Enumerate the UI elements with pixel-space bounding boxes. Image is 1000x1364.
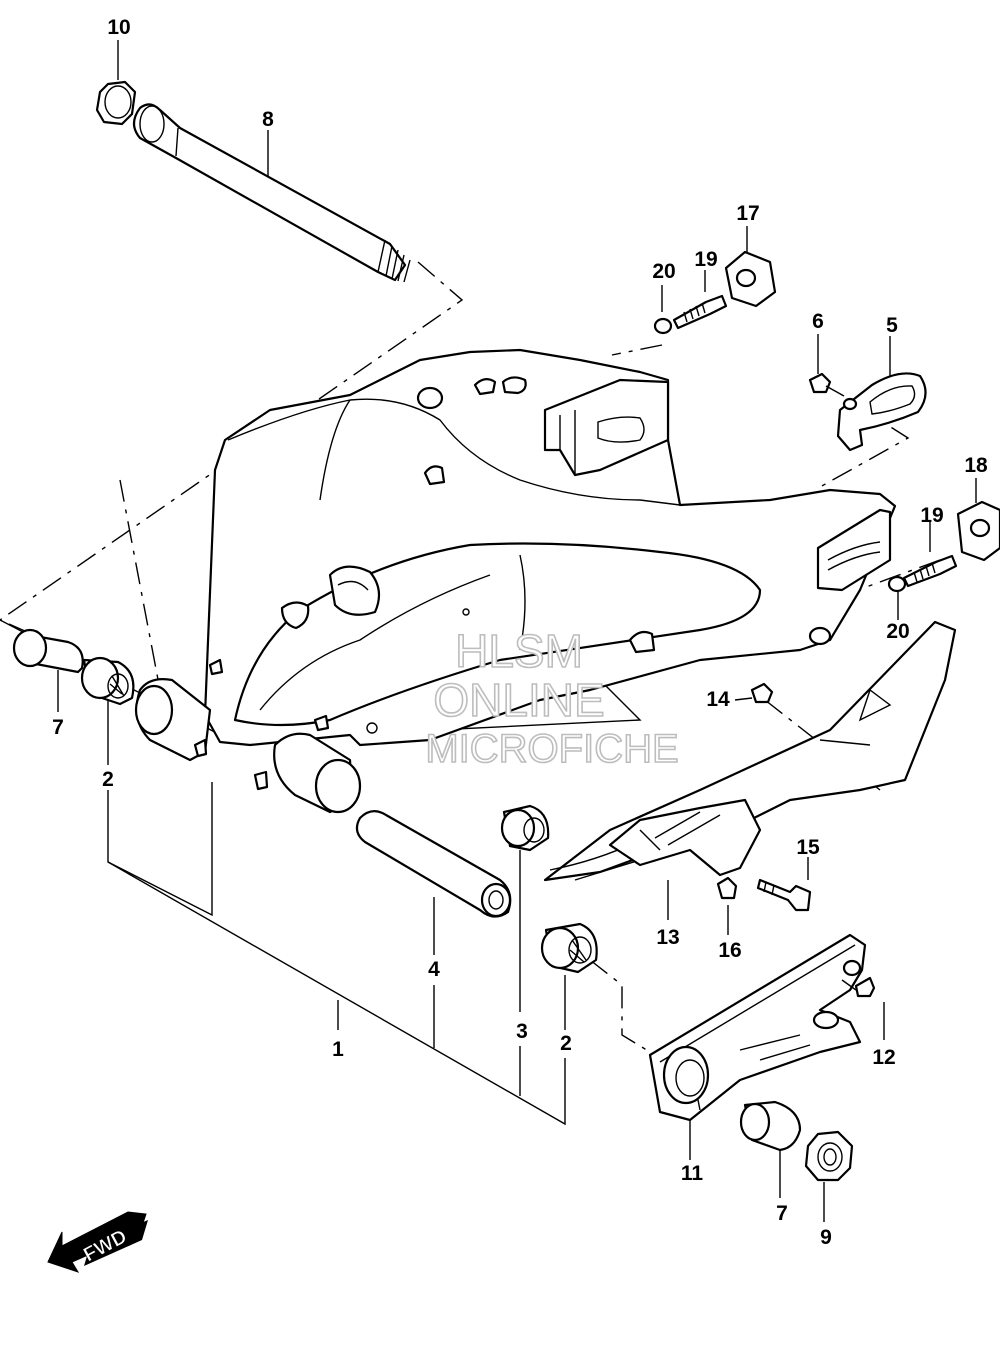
callout-1: 1 [332,1038,344,1061]
callout-14: 14 [706,688,730,711]
callout-6: 6 [812,310,824,333]
callout-7-right: 7 [776,1202,788,1225]
spacer-4 [355,810,512,918]
spacer-7-right [739,1100,802,1152]
callout-11: 11 [681,1162,704,1185]
bearing-2-right [540,922,598,974]
adjuster-bolt-19-lower [902,554,958,588]
callout-17: 17 [736,202,759,225]
callout-8: 8 [262,108,274,131]
callout-19-upper: 19 [694,248,717,271]
chain-cover-13 [543,620,957,882]
callout-12: 12 [872,1046,895,1069]
callout-4: 4 [428,958,440,981]
bearing-2-left [80,656,135,706]
washer-20-lower [887,575,907,593]
lock-nut-10 [95,80,137,126]
callout-10: 10 [107,16,130,39]
bolt-15 [756,878,812,912]
stopper-plate-5 [836,372,927,452]
bolt-12 [841,976,876,998]
nut-9 [804,1130,854,1182]
callout-7-left: 7 [52,716,64,739]
callout-20-lower: 20 [886,620,909,643]
chain-adjuster-18 [956,500,1000,562]
callout-16: 16 [718,939,741,962]
chain-adjuster-17 [724,250,777,308]
callout-13: 13 [656,926,679,949]
callout-18: 18 [964,454,988,477]
callout-3: 3 [516,1020,528,1043]
callout-2-right: 2 [560,1032,572,1055]
callout-20-upper: 20 [652,260,675,283]
fwd-arrow-icon: FWD [47,1211,148,1273]
watermark: HLSM ONLINE MICROFICHE [425,624,680,772]
watermark-line-1: HLSM [455,625,583,677]
washer-20-upper [653,317,673,335]
callout-labels: 10 8 17 20 19 6 5 18 19 20 7 2 14 15 13 … [52,16,988,1249]
pivot-shaft-8 [132,103,411,283]
chain-case-11 [648,933,867,1122]
spacer-7-left [12,628,84,674]
adjuster-bolt-19-upper [672,294,728,330]
watermark-line-2: ONLINE [433,674,604,726]
callout-2-left: 2 [102,768,114,791]
bolt-6 [808,372,845,397]
bearing-3 [500,804,550,852]
swingarm-1 [134,348,897,814]
callout-5: 5 [886,314,898,337]
bolt-16 [716,876,738,900]
bolt-14 [750,682,774,704]
watermark-line-3: MICROFICHE [425,727,678,771]
callout-19-lower: 19 [920,504,943,527]
callout-15: 15 [796,836,820,859]
callout-9: 9 [820,1226,832,1249]
